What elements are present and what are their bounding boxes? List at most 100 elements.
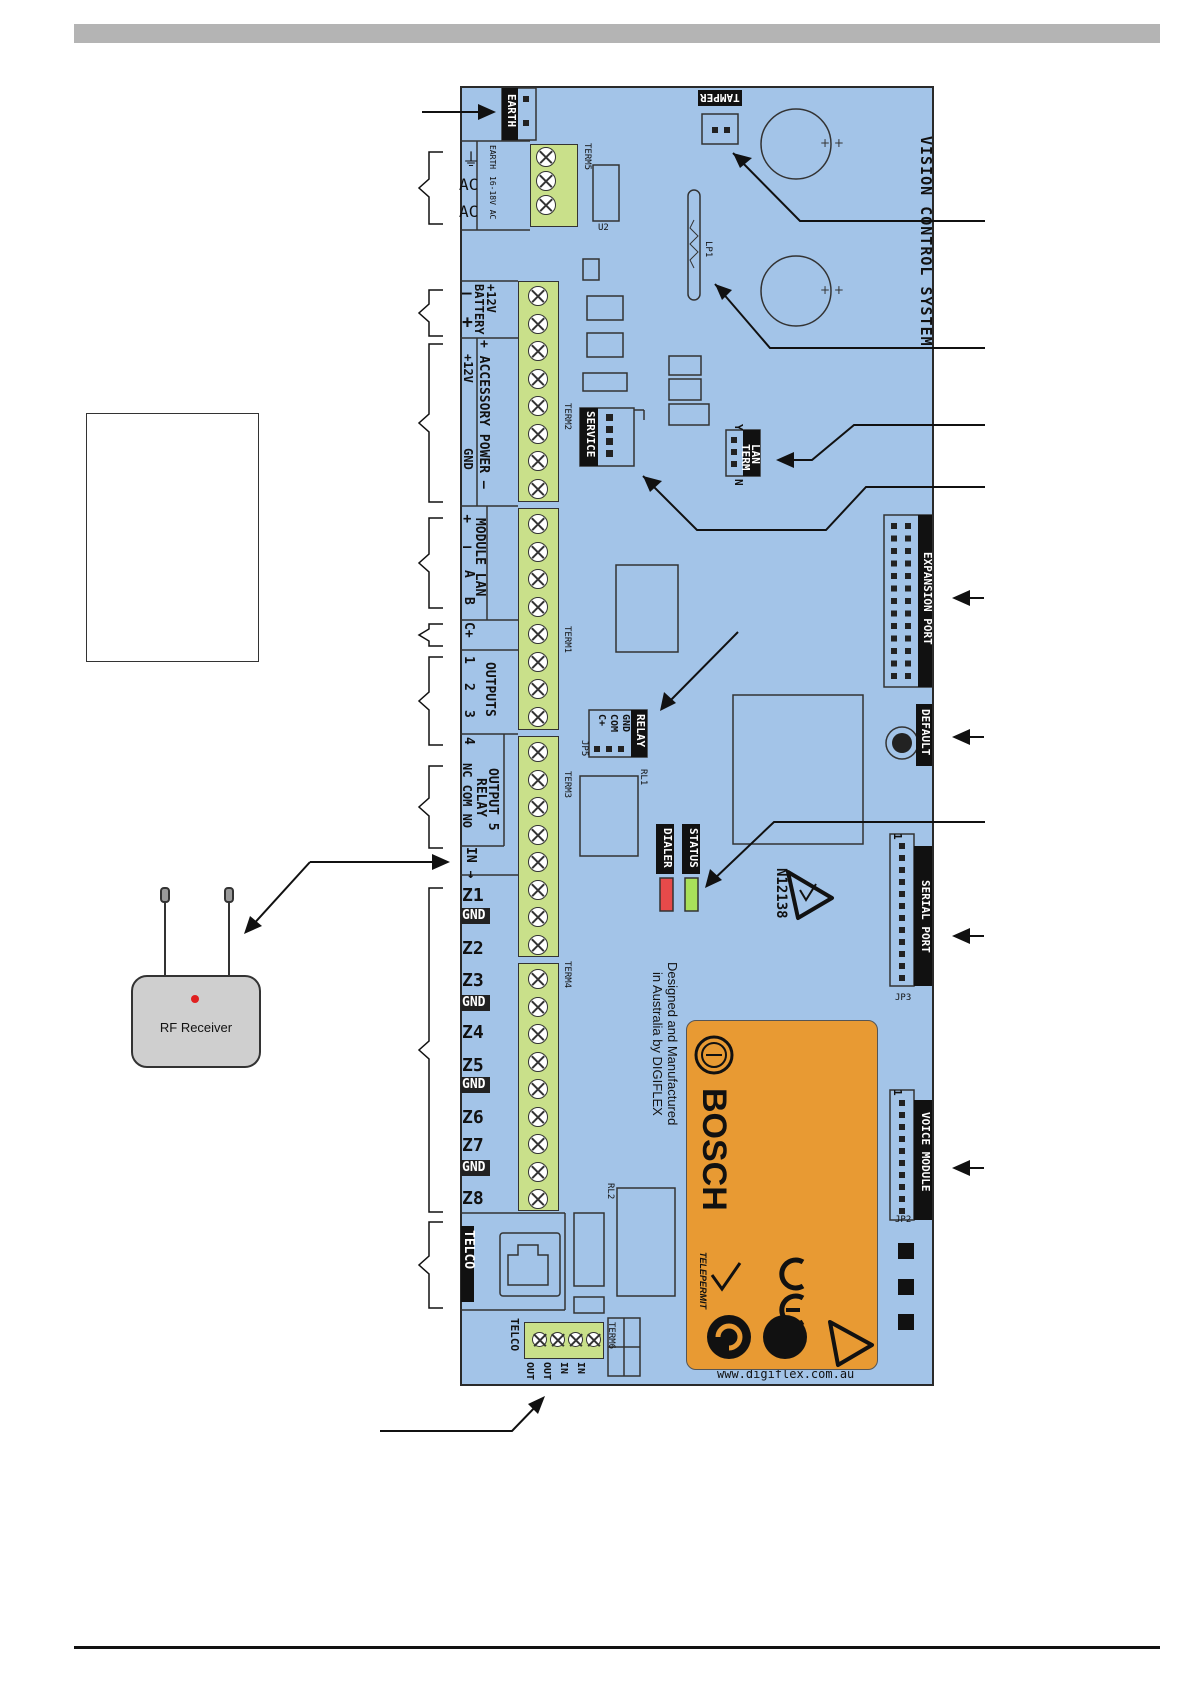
tamper-header-label: TAMPER bbox=[700, 91, 740, 104]
acc-12v-label: +12V bbox=[461, 354, 475, 383]
voice-pin bbox=[899, 1148, 905, 1154]
lan-a: A bbox=[461, 570, 476, 578]
screw-term3-1 bbox=[528, 742, 548, 762]
screw-term6-3 bbox=[568, 1332, 583, 1347]
output-num-1: 1 bbox=[461, 656, 476, 664]
zone-label-6: Z6 bbox=[462, 1107, 484, 1128]
serial-pin bbox=[899, 927, 905, 933]
screw-term2-2 bbox=[528, 313, 548, 334]
screw-term3-6 bbox=[528, 879, 548, 900]
ref-rl1: RL1 bbox=[638, 769, 648, 786]
service-label: SERVICE bbox=[584, 411, 597, 458]
screw-term4-9 bbox=[528, 1189, 548, 1209]
expansion-pin bbox=[891, 635, 897, 642]
relay-pin-gnd: GND bbox=[620, 714, 631, 733]
screw-term1-8 bbox=[528, 706, 548, 727]
ref-pin1-serial: 1 bbox=[891, 833, 904, 840]
status-label: STATUS bbox=[687, 828, 700, 868]
expansion-pin bbox=[891, 560, 897, 567]
ac1-label: AC bbox=[459, 175, 479, 194]
ref-term6: TERM6 bbox=[606, 1322, 616, 1350]
telco-pin-in2: IN bbox=[575, 1362, 586, 1375]
screw-term4-3 bbox=[528, 1024, 548, 1044]
serial-port-label: SERIAL PORT bbox=[919, 880, 932, 953]
expansion-pin bbox=[905, 548, 911, 554]
voice-module-label: VOICE MODULE bbox=[919, 1112, 932, 1192]
voice-pin bbox=[899, 1196, 905, 1202]
serial-pin bbox=[899, 855, 905, 861]
screw-term5-1 bbox=[536, 147, 556, 167]
ref-term4: TERM4 bbox=[562, 961, 572, 989]
in-arrow-label: IN → bbox=[463, 847, 478, 879]
relay-header-label: RELAY bbox=[634, 714, 647, 748]
relay-contacts-label: NC COM NO bbox=[460, 763, 474, 829]
gnd-label-1: GND bbox=[461, 908, 490, 924]
expansion-pin bbox=[905, 648, 911, 654]
acc-gnd-label: GND bbox=[461, 448, 475, 470]
header-bar bbox=[74, 24, 1160, 43]
screw-term3-4 bbox=[528, 824, 548, 845]
voice-pin bbox=[899, 1136, 905, 1142]
website-label: www.digiflex.com.au bbox=[717, 1367, 855, 1381]
serial-pin bbox=[899, 915, 905, 921]
voice-pin bbox=[899, 1100, 905, 1106]
voice-pin bbox=[899, 1172, 905, 1178]
output-num-3: 3 bbox=[461, 710, 476, 718]
screw-term2-1 bbox=[528, 286, 548, 306]
screw-term4-6 bbox=[528, 1106, 548, 1127]
rf-receiver: RF Receiver bbox=[131, 975, 261, 1068]
serial-pin bbox=[899, 939, 905, 945]
lan-plus: + bbox=[463, 511, 472, 527]
screw-term3-5 bbox=[528, 852, 548, 872]
dialer-label: DIALER bbox=[661, 828, 674, 868]
screw-term2-4 bbox=[528, 368, 548, 389]
ref-jp2: JP2 bbox=[895, 1215, 912, 1225]
expansion-pin bbox=[891, 598, 897, 604]
screw-term2-7 bbox=[528, 451, 548, 471]
screw-term3-7 bbox=[528, 907, 548, 927]
ref-u2: U2 bbox=[598, 223, 609, 233]
earth-symbol-icon: ⏚ bbox=[462, 150, 480, 171]
ref-jp5: JP5 bbox=[579, 740, 589, 757]
lan-minus: – bbox=[463, 539, 472, 555]
screw-term4-5 bbox=[528, 1079, 548, 1099]
blank-notes-box bbox=[86, 413, 259, 662]
ref-term2: TERM2 bbox=[562, 403, 572, 431]
expansion-pin bbox=[891, 523, 897, 529]
c-plus-label: C+ bbox=[461, 622, 476, 638]
screw-term3-8 bbox=[528, 934, 548, 955]
default-label: DEFAULT bbox=[919, 709, 932, 756]
serial-pin bbox=[899, 975, 905, 981]
telco-pin-out2: OUT bbox=[541, 1362, 552, 1381]
serial-pin bbox=[899, 867, 905, 873]
ac2-label: AC bbox=[459, 202, 479, 221]
expansion-pin bbox=[891, 585, 897, 592]
output-num-4: 4 bbox=[461, 737, 476, 745]
expansion-pin bbox=[905, 573, 911, 579]
ref-lp1: LP1 bbox=[703, 241, 713, 258]
gnd-label-3: GND bbox=[461, 1077, 490, 1093]
screw-term2-6 bbox=[528, 423, 548, 444]
relay-pin-cplus: C+ bbox=[596, 714, 607, 727]
screw-term2-8 bbox=[528, 478, 548, 499]
telco-pin-out1: OUT bbox=[524, 1362, 535, 1381]
rf-receiver-label: RF Receiver bbox=[159, 1020, 233, 1035]
screw-term1-2 bbox=[528, 541, 548, 562]
ref-pin1-voice: 1 bbox=[891, 1089, 904, 1096]
screw-term1-3 bbox=[528, 569, 548, 589]
screw-term4-4 bbox=[528, 1051, 548, 1072]
expansion-pin bbox=[905, 598, 911, 604]
screw-term4-8 bbox=[528, 1161, 548, 1182]
screw-term1-4 bbox=[528, 596, 548, 617]
screw-term6-2 bbox=[550, 1332, 565, 1347]
telco-pin-in1: IN bbox=[558, 1362, 569, 1375]
expansion-pin bbox=[891, 610, 897, 617]
expansion-pin bbox=[891, 623, 897, 629]
outputs-label: OUTPUTS bbox=[482, 662, 497, 717]
module-lan-label: MODULE LAN bbox=[472, 518, 487, 597]
ref-term1: TERM1 bbox=[562, 626, 572, 654]
expansion-pin bbox=[905, 623, 911, 629]
zone-label-7: Z7 bbox=[462, 1135, 484, 1156]
ref-term5: TERM5 bbox=[582, 143, 592, 171]
screw-term5-3 bbox=[536, 195, 556, 215]
